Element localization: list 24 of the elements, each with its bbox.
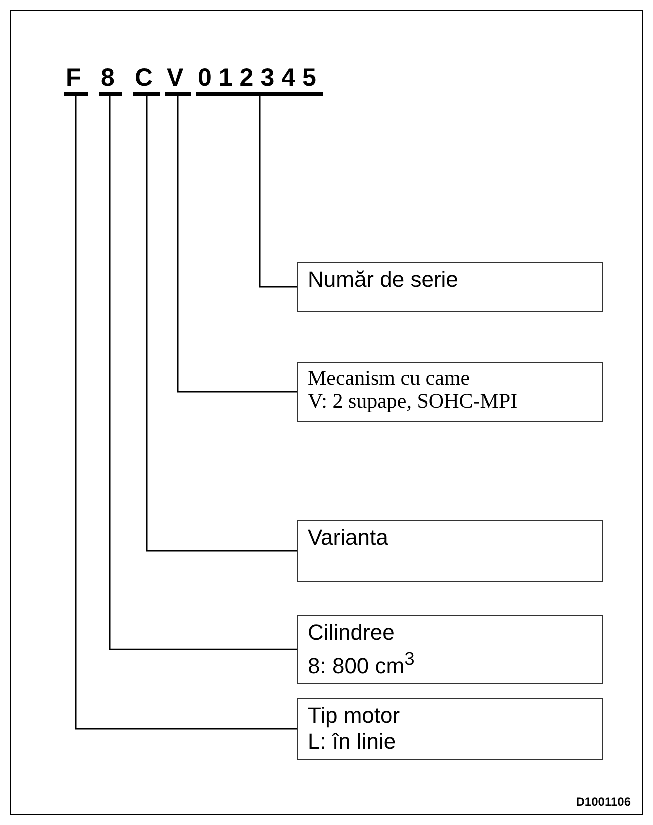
label-box (297, 615, 603, 684)
code-character: 012345 (196, 64, 324, 96)
leader-line (177, 96, 297, 393)
label-text: Mecanism cu came (308, 367, 472, 390)
label-text: V: 2 supape, SOHC-MPI (308, 390, 519, 413)
code-character: V (165, 64, 191, 96)
code-character: F (64, 64, 88, 96)
figure-code: D1001106 (576, 795, 631, 809)
label-text: Tip motor (308, 703, 402, 729)
label-text: L: în linie (308, 729, 398, 755)
label-box (297, 362, 603, 422)
label-box (297, 262, 603, 312)
label-text: Cilindree (308, 620, 396, 646)
leader-line (75, 96, 297, 730)
leader-line (259, 96, 297, 288)
code-character: C (133, 64, 160, 96)
label-box (297, 520, 603, 582)
leader-line (146, 96, 297, 552)
label-text: 8: 800 cm$^{3}$ (308, 647, 416, 680)
label-text: Varianta (308, 525, 390, 551)
label-text: Număr de serie (308, 267, 460, 293)
leader-line (109, 96, 297, 650)
code-character: 8 (99, 64, 122, 96)
label-box (297, 698, 603, 760)
